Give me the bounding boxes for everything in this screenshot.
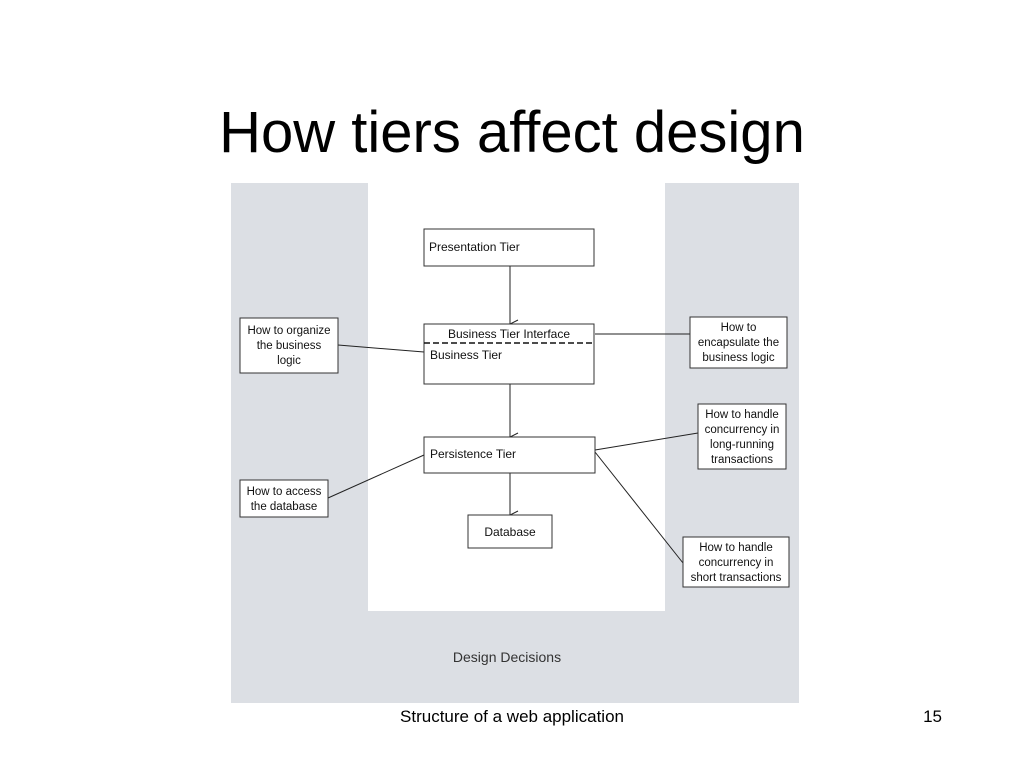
decision-concurrency-short-line-2: concurrency in	[699, 557, 774, 569]
decision-concurrency-short: How to handle concurrency in short trans…	[682, 536, 790, 588]
decision-concurrency-long-line-4: transactions	[711, 454, 773, 466]
presentation-tier-label: Presentation Tier	[429, 240, 520, 254]
connector-organize-logic	[337, 344, 425, 353]
decision-organize-logic-line-3: logic	[277, 355, 301, 367]
decision-encapsulate-logic-line-1: How to	[721, 322, 757, 334]
decision-concurrency-long: How to handle concurrency in long-runnin…	[697, 403, 787, 470]
design-decisions-caption: Design Decisions	[453, 649, 561, 665]
persistence-tier-box: Persistence Tier	[423, 436, 596, 474]
decision-concurrency-long-line-2: concurrency in	[705, 424, 780, 436]
connector-access-database	[327, 454, 425, 499]
presentation-tier-box: Presentation Tier	[423, 228, 595, 267]
page-number: 15	[923, 707, 942, 726]
decision-access-database-line-1: How to access	[247, 486, 322, 498]
business-tier-label: Business Tier	[430, 348, 502, 362]
business-tier-interface-label: Business Tier Interface	[448, 327, 570, 341]
slide-title: How tiers affect design	[219, 100, 805, 165]
slide-footer: Structure of a web application	[400, 707, 624, 726]
decision-encapsulate-logic-line-2: encapsulate the	[698, 337, 779, 349]
business-tier-box: Business Tier Interface Business Tier	[423, 323, 595, 385]
decision-access-database: How to access the database	[239, 479, 329, 518]
database-box: Database	[467, 514, 553, 549]
decision-organize-logic-line-2: the business	[257, 340, 322, 352]
decision-access-database-line-2: the database	[251, 501, 318, 513]
decision-concurrency-short-line-1: How to handle	[699, 542, 773, 554]
decision-encapsulate-logic: How to encapsulate the business logic	[689, 316, 788, 369]
persistence-tier-label: Persistence Tier	[430, 447, 516, 461]
decision-concurrency-long-line-3: long-running	[710, 439, 774, 451]
database-label: Database	[484, 525, 536, 539]
decision-organize-logic-line-1: How to organize	[247, 325, 330, 337]
decision-concurrency-short-line-3: short transactions	[691, 572, 782, 584]
connector-concurrency-short	[594, 451, 684, 564]
decision-concurrency-long-line-1: How to handle	[705, 409, 779, 421]
decision-encapsulate-logic-line-3: business logic	[702, 352, 774, 364]
decision-organize-logic: How to organize the business logic	[239, 317, 339, 374]
connector-concurrency-long	[594, 432, 699, 451]
